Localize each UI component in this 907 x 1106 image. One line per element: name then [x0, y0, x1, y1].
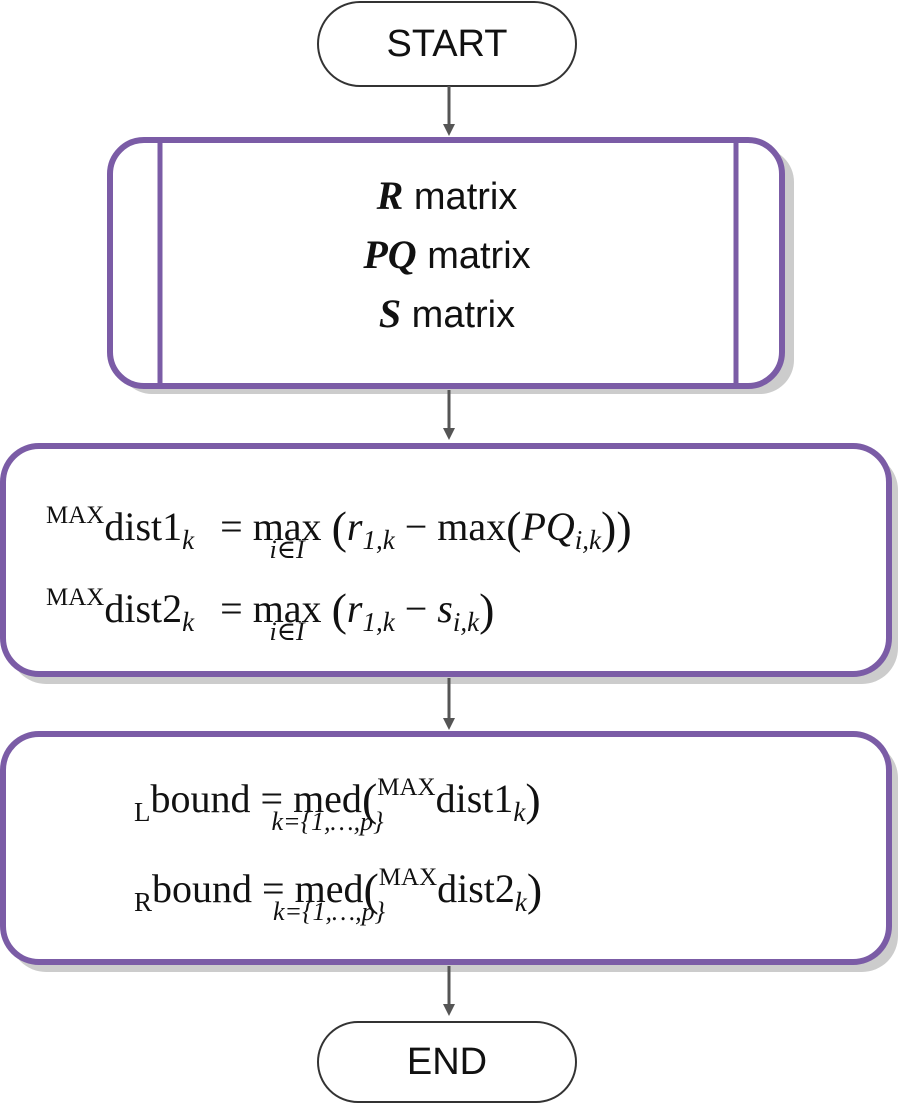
dist1-minus: −	[404, 504, 428, 549]
rbound-base: bound	[152, 866, 253, 911]
r-text: matrix	[403, 176, 518, 218]
lbound-med-under: k={1,…,p}	[271, 807, 384, 836]
dist1-max-under: i∈I	[269, 535, 305, 564]
rbound-med-under: k={1,…,p}	[273, 897, 386, 926]
end-terminal	[317, 1021, 577, 1103]
lbound-arg-sub: k	[513, 797, 526, 827]
rbound-arg-sup: MAX	[378, 864, 438, 891]
pq-symbol: PQ	[363, 232, 417, 277]
lbound-base: bound	[150, 776, 251, 821]
input-box	[107, 137, 785, 389]
dist2-max-under: i∈I	[269, 617, 305, 646]
input-line-r: R matrix	[160, 173, 734, 218]
dist1-inner-sub: i,k	[574, 525, 602, 555]
dist2-term-r: r	[346, 586, 363, 631]
rbound-arg-sub: k	[514, 887, 527, 917]
lbound-arg-sup: MAX	[377, 774, 436, 801]
dist2-eq: =	[220, 586, 243, 631]
input-line-s: S matrix	[160, 291, 734, 336]
dist2-sub: k	[182, 607, 195, 637]
dist2-base: dist2	[104, 586, 183, 631]
dist1-inner-pq: PQ	[521, 504, 575, 549]
dist2-sup: MAX	[46, 584, 105, 611]
dist2-minus: −	[404, 586, 428, 631]
dist1-inner-max: max	[437, 504, 507, 549]
dist2-term-s-sub: i,k	[452, 607, 480, 637]
rbound-arg-base: dist2	[437, 866, 515, 911]
dist-box	[0, 443, 892, 677]
lbound-eq: =	[260, 776, 284, 821]
dist1-term-r-sub: 1,k	[362, 525, 395, 555]
dist1-sub: k	[182, 525, 195, 555]
r-symbol: R	[376, 173, 404, 218]
s-text: matrix	[401, 294, 516, 336]
dist1-eq: =	[220, 504, 243, 549]
bound-box	[0, 731, 892, 965]
end-label: END	[406, 1041, 488, 1083]
dist2-term-r-sub: 1,k	[362, 607, 395, 637]
dist1-sup: MAX	[46, 502, 105, 529]
pq-text: matrix	[416, 235, 531, 277]
start-label: START	[386, 23, 508, 65]
input-line-pq: PQ matrix	[160, 232, 734, 277]
dist2-term-s: s	[437, 586, 453, 631]
dist1-term-r: r	[346, 504, 363, 549]
rbound-eq: =	[262, 866, 285, 911]
rbound-pre-sub: R	[134, 887, 153, 917]
dist1-base: dist1	[104, 504, 183, 549]
s-symbol: S	[378, 291, 402, 336]
lbound-arg-base: dist1	[435, 776, 514, 821]
start-terminal	[317, 1, 577, 87]
lbound-pre-sub: L	[134, 797, 151, 827]
